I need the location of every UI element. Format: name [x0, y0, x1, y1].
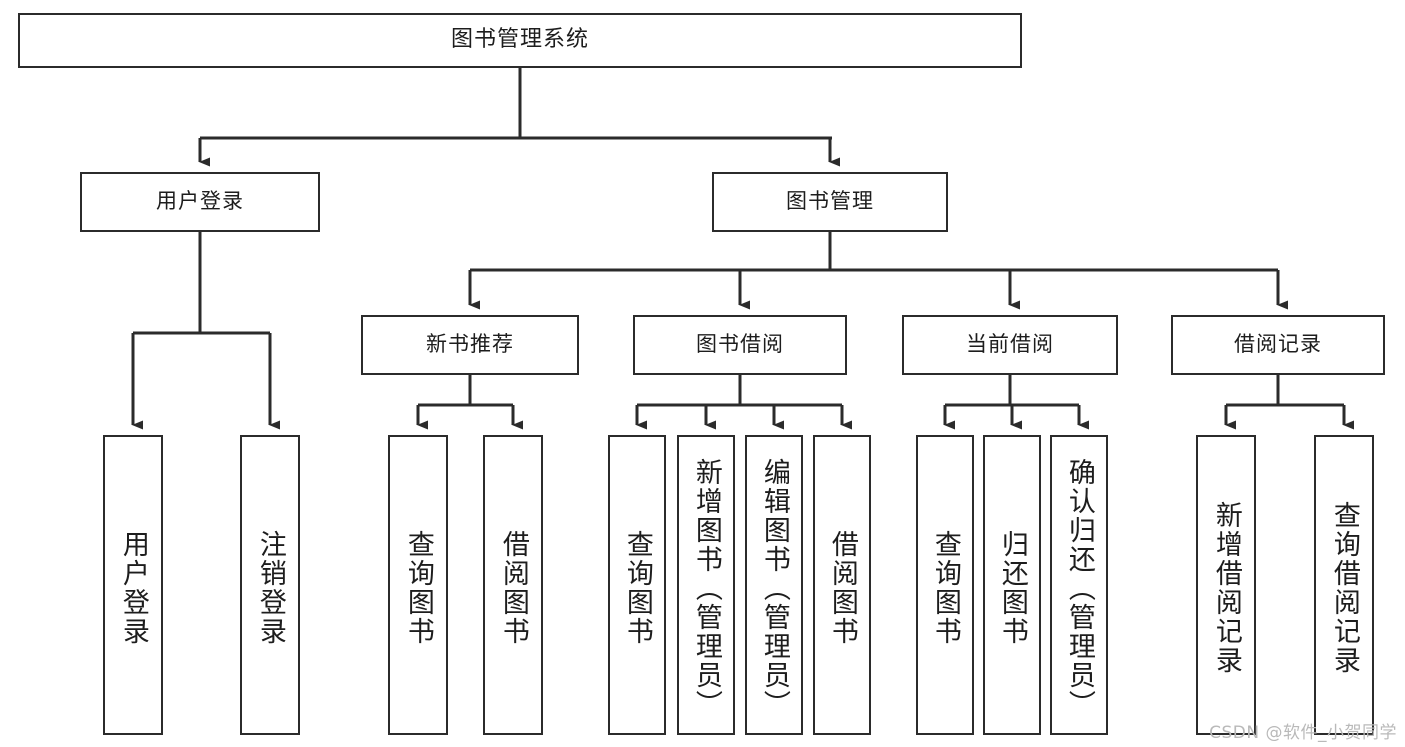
leaf-records-query-record[interactable]: 查询借阅记录: [1314, 435, 1374, 735]
node-book-borrow[interactable]: 图书借阅: [633, 315, 847, 375]
leaf-borrow-edit-book-label: 编辑图书（管理员）: [758, 457, 790, 719]
leaf-borrow-query-book[interactable]: 查询图书: [608, 435, 666, 735]
leaf-newbook-borrow-book[interactable]: 借阅图书: [483, 435, 543, 735]
leaf-user-login[interactable]: 用户登录: [103, 435, 163, 735]
leaf-borrow-edit-book[interactable]: 编辑图书（管理员）: [745, 435, 803, 735]
leaf-borrow-query-book-label: 查询图书: [621, 530, 653, 646]
node-user-login[interactable]: 用户登录: [80, 172, 320, 232]
leaf-borrow-add-book[interactable]: 新增图书（管理员）: [677, 435, 735, 735]
leaf-borrow-add-book-label: 新增图书（管理员）: [690, 457, 722, 719]
watermark: CSDN @软件_小贺同学: [1209, 723, 1397, 743]
node-book-borrow-label: 图书借阅: [696, 332, 784, 357]
leaf-user-logout-label: 注销登录: [254, 530, 286, 646]
leaf-current-confirm-return[interactable]: 确认归还（管理员）: [1050, 435, 1108, 735]
leaf-newbook-borrow-book-label: 借阅图书: [497, 530, 529, 646]
leaf-user-logout[interactable]: 注销登录: [240, 435, 300, 735]
node-root[interactable]: 图书管理系统: [18, 13, 1022, 68]
node-current-borrow-label: 当前借阅: [966, 332, 1054, 357]
leaf-borrow-borrow-book-label: 借阅图书: [826, 530, 858, 646]
node-borrow-records[interactable]: 借阅记录: [1171, 315, 1385, 375]
node-borrow-records-label: 借阅记录: [1234, 332, 1322, 357]
node-user-login-label: 用户登录: [156, 189, 244, 214]
node-new-book-recommend[interactable]: 新书推荐: [361, 315, 579, 375]
leaf-user-login-label: 用户登录: [117, 530, 149, 646]
leaf-current-query-book[interactable]: 查询图书: [916, 435, 974, 735]
node-new-book-recommend-label: 新书推荐: [426, 332, 514, 357]
leaf-records-add-record-label: 新增借阅记录: [1210, 501, 1242, 675]
leaf-current-return-book[interactable]: 归还图书: [983, 435, 1041, 735]
node-book-management[interactable]: 图书管理: [712, 172, 948, 232]
node-root-label: 图书管理系统: [450, 27, 589, 53]
leaf-current-query-book-label: 查询图书: [929, 530, 961, 646]
node-current-borrow[interactable]: 当前借阅: [902, 315, 1118, 375]
leaf-borrow-borrow-book[interactable]: 借阅图书: [813, 435, 871, 735]
leaf-newbook-query-book[interactable]: 查询图书: [388, 435, 448, 735]
leaf-records-query-record-label: 查询借阅记录: [1328, 501, 1360, 675]
leaf-current-return-book-label: 归还图书: [996, 530, 1028, 646]
leaf-current-confirm-return-label: 确认归还（管理员）: [1063, 457, 1095, 719]
node-book-management-label: 图书管理: [786, 189, 874, 214]
leaf-records-add-record[interactable]: 新增借阅记录: [1196, 435, 1256, 735]
leaf-newbook-query-book-label: 查询图书: [402, 530, 434, 646]
